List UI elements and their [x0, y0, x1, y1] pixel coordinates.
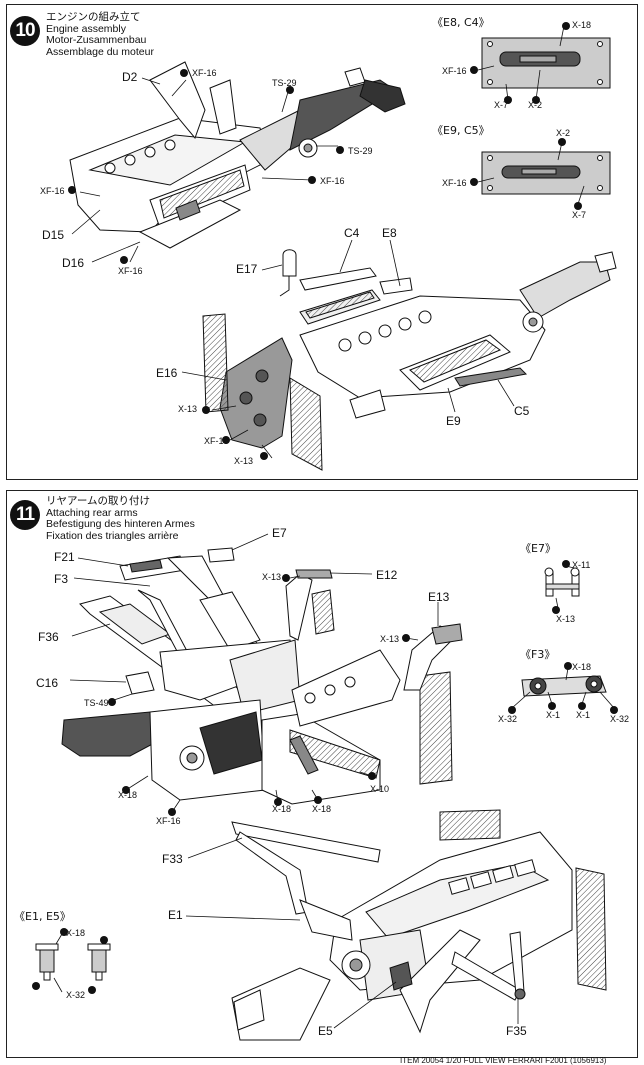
part-label-f36: F36: [38, 630, 59, 644]
paint-label-xf16-second: XF-16: [320, 176, 345, 186]
part-label-e9: E9: [446, 414, 461, 428]
screw-label-x13: X-13: [178, 404, 198, 414]
paint-label-ts49: TS-49: [84, 698, 109, 708]
sub-f3-x32: X-32: [498, 714, 518, 724]
part-label-d2: D2: [122, 70, 138, 84]
sub-e8c4-x2: X-2: [528, 100, 543, 110]
screw-label-x10: X-10: [370, 784, 390, 794]
part-label-e8: E8: [382, 226, 397, 240]
part-label-d15: D15: [42, 228, 65, 242]
sub-detail-e8-c4-title: 《E8, C4》: [432, 16, 490, 29]
paint-label-xf16: XF-16: [192, 68, 217, 78]
step-10-title-en: Engine assembly: [46, 22, 126, 35]
part-label-f35: F35: [506, 1024, 527, 1038]
step-10-number-badge: 10: [10, 16, 40, 46]
paint-label-ts29: TS-29: [272, 78, 297, 88]
screw-label-x18-third: X-18: [312, 804, 332, 814]
part-label-f33: F33: [162, 852, 183, 866]
sub-e7-x11: X-11: [572, 560, 591, 570]
screw-label-x13-second: X-13: [234, 456, 254, 466]
sub-f3-x1-second: X-1: [576, 710, 591, 720]
sub-f3-x18: X-18: [572, 662, 592, 672]
sub-detail-f3-drawing: [521, 675, 607, 697]
sub-detail-f3-title: 《F3》: [520, 648, 556, 661]
sub-e7-x13: X-13: [556, 614, 576, 624]
part-label-e5: E5: [318, 1024, 333, 1038]
step-11-title: リヤアームの取り付け Attaching rear arms Befestigu…: [46, 495, 195, 542]
step-10-title: エンジンの組み立て Engine assembly Motor-Zusammen…: [46, 11, 154, 58]
part-label-c4: C4: [344, 226, 360, 240]
sub-detail-e7-title: 《E7》: [520, 542, 556, 555]
paint-label-xf16-fifth: XF-16: [204, 436, 229, 446]
step-10-title-jp: エンジンの組み立て: [46, 11, 141, 23]
screw-markers-step11: [32, 560, 618, 994]
sub-e1e5-x32: X-32: [66, 990, 86, 1000]
part-label-e7: E7: [272, 526, 287, 540]
chassis-lower-drawing: [231, 809, 607, 1041]
screw-markers-step10: [68, 22, 582, 460]
rear-arm-upper-assembly-drawing: [61, 547, 463, 805]
part-label-e1: E1: [168, 908, 183, 922]
step-11-title-fr: Fixation des triangles arrière: [46, 529, 179, 542]
leader-lines-e1e5: [53, 933, 63, 993]
paint-label-xf16-fourth: XF-16: [118, 266, 143, 276]
part-label-e12: E12: [376, 568, 398, 582]
screw-label-x13: X-13: [262, 572, 282, 582]
sub-detail-e1-e5-title: 《E1, E5》: [14, 910, 71, 923]
leader-lines-step10-upper: [71, 77, 338, 263]
sub-e9c5-xf16: XF-16: [442, 178, 467, 188]
engine-block-upper-drawing: [69, 61, 406, 249]
screw-label-x13-second: X-13: [380, 634, 400, 644]
leader-lines-step11-lower: [185, 837, 519, 1029]
part-label-f3: F3: [54, 572, 69, 586]
part-label-f21: F21: [54, 550, 75, 564]
sub-detail-e1-e5-drawing: [35, 943, 111, 981]
paint-label-xf16-third: XF-16: [40, 186, 65, 196]
sub-e9c5-x2: X-2: [556, 128, 571, 138]
part-label-c5: C5: [514, 404, 530, 418]
page-footer: ITEM 20054 1/20 FULL VIEW FERRARI F2001 …: [400, 1056, 607, 1065]
part-label-e13: E13: [428, 590, 450, 604]
step-11-title-en: Attaching rear arms: [46, 506, 138, 519]
part-label-c16: C16: [36, 676, 59, 690]
sub-e1e5-x18: X-18: [66, 928, 86, 938]
engine-block-lower-drawing: [202, 249, 617, 471]
paint-label-ts29-second: TS-29: [348, 146, 373, 156]
leader-lines-step10-lower: [181, 239, 515, 459]
sub-f3-x32-second: X-32: [610, 714, 630, 724]
sub-e8c4-x18: X-18: [572, 20, 592, 30]
sub-e8c4-xf16: XF-16: [442, 66, 467, 76]
sub-e9c5-x7: X-7: [572, 210, 587, 220]
part-label-e17: E17: [236, 262, 258, 276]
step-10-title-de: Motor-Zusammenbau: [46, 34, 147, 46]
part-label-e16: E16: [156, 366, 178, 380]
screw-label-x18-second: X-18: [272, 804, 292, 814]
step-11-number-badge: 11: [10, 500, 40, 530]
sub-f3-x1: X-1: [546, 710, 561, 720]
sub-detail-e8-c4-drawing: [481, 37, 611, 89]
step-11-title-jp: リヤアームの取り付け: [46, 495, 151, 507]
screw-label-x18: X-18: [118, 790, 138, 800]
part-label-d16: D16: [62, 256, 85, 270]
sub-e8c4-x7: X-7: [494, 100, 509, 110]
step-10-title-fr: Assemblage du moteur: [46, 45, 154, 58]
paint-label-xf16: XF-16: [156, 816, 181, 826]
sub-detail-e9-c5-title: 《E9, C5》: [432, 124, 490, 137]
sub-detail-e7-drawing: [544, 567, 580, 597]
step-11-title-de: Befestigung des hinteren Armes: [46, 518, 195, 530]
sub-detail-e9-c5-drawing: [481, 151, 611, 195]
leader-lines-f3: [511, 667, 615, 709]
